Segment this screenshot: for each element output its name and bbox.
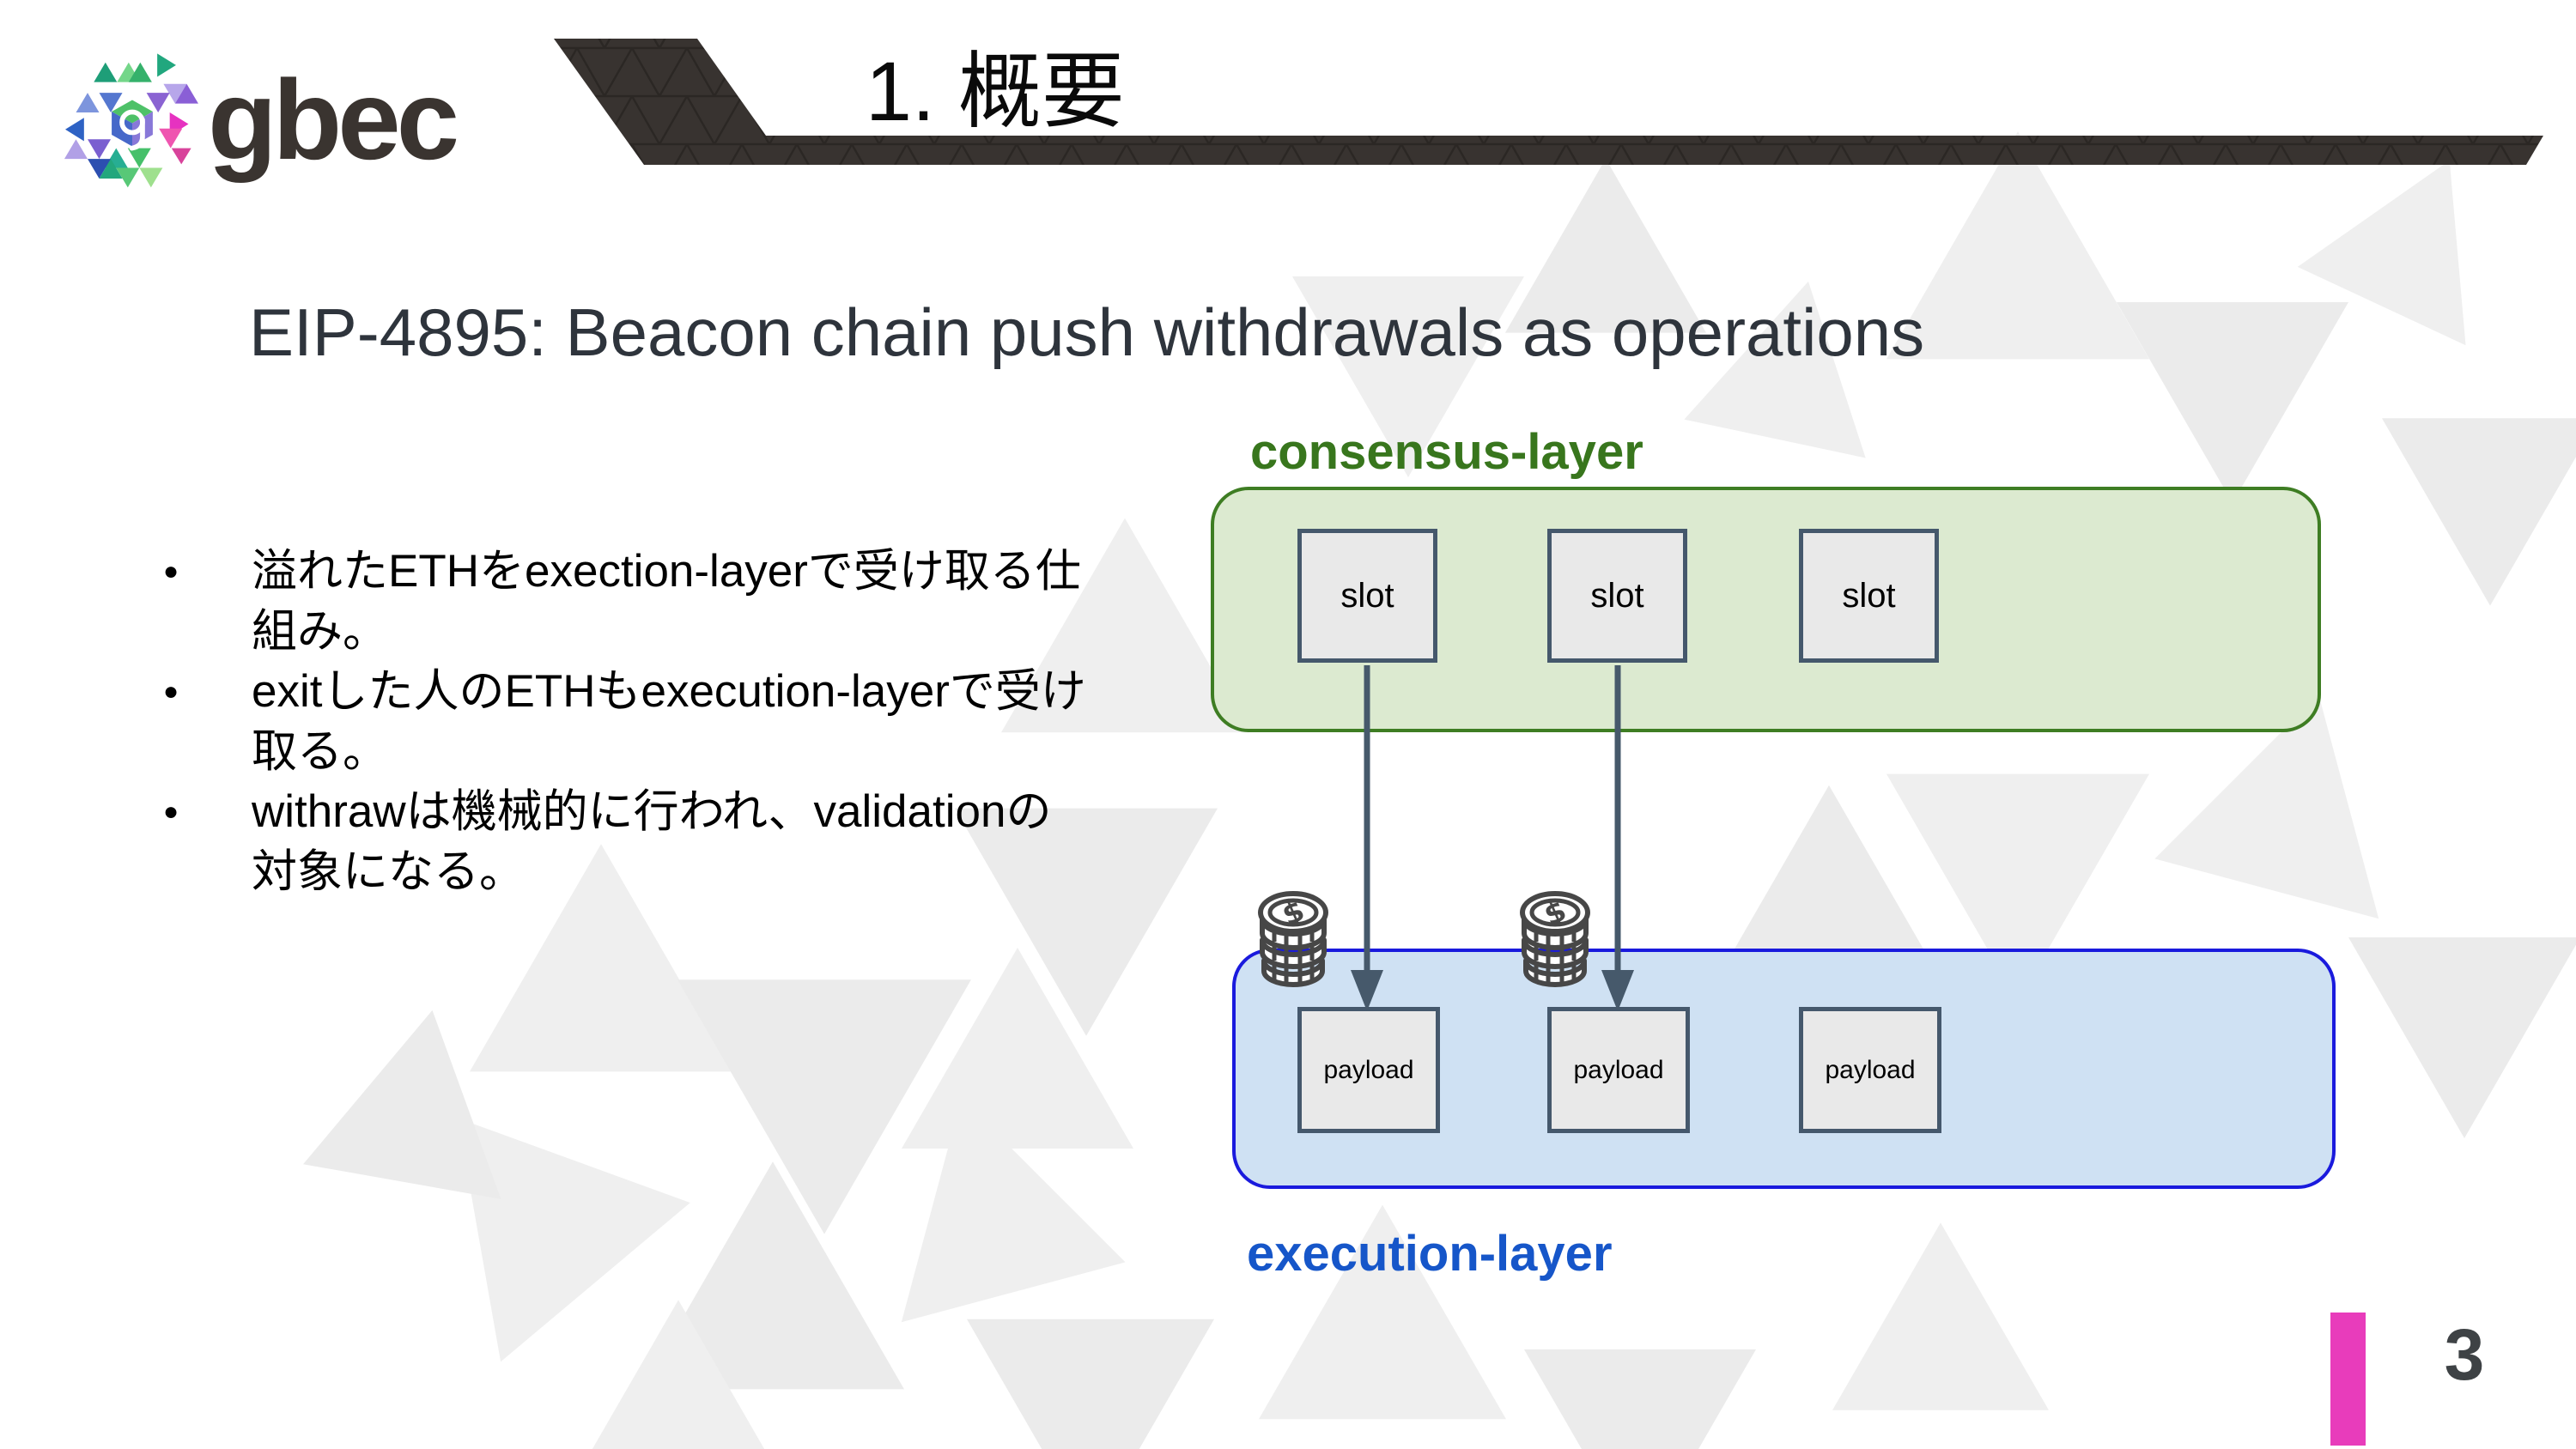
slot-box: slot — [1799, 529, 1939, 663]
bullet-text: 溢れたETHをexection-layerで受け取る仕 組み。 — [252, 546, 1081, 657]
header-banner — [554, 39, 2543, 165]
bullet-item: ● 溢れたETHをexection-layerで受け取る仕 組み。 — [163, 542, 1236, 662]
bullet-list: ● 溢れたETHをexection-layerで受け取る仕 組み。 ● exit… — [163, 542, 1236, 902]
section-title: 1. 概要 — [866, 45, 1125, 138]
bullet-text: withrawは機械的に行われ、validationの 対象になる。 — [252, 786, 1052, 897]
bullet-text: exitした人のETHもexecution-layerで受け 取る。 — [252, 666, 1086, 777]
execution-layer-box: payload payload payload — [1232, 949, 2336, 1189]
gbec-logo: gbec — [0, 0, 532, 215]
bullet-dot-icon: ● — [163, 797, 179, 826]
payload-box: payload — [1547, 1007, 1690, 1133]
bullet-item: ● withrawは機械的に行われ、validationの 対象になる。 — [163, 782, 1236, 902]
slide-title: EIP-4895: Beacon chain push withdrawals … — [249, 294, 1925, 370]
slot-box: slot — [1547, 529, 1687, 663]
slot-box: slot — [1297, 529, 1437, 663]
gbec-wordmark: gbec — [208, 57, 459, 183]
payload-box: payload — [1799, 1007, 1941, 1133]
page-number: 3 — [2444, 1314, 2485, 1395]
bullet-item: ● exitした人のETHもexecution-layerで受け 取る。 — [163, 662, 1236, 782]
bullet-dot-icon: ● — [163, 677, 179, 706]
bullet-dot-icon: ● — [163, 557, 179, 585]
consensus-layer-box: slot slot slot — [1211, 487, 2321, 732]
gbec-mosaic-icon — [64, 53, 198, 188]
payload-box: payload — [1297, 1007, 1440, 1133]
page-accent-bar — [2330, 1313, 2366, 1446]
execution-layer-label: execution-layer — [1247, 1226, 1613, 1282]
consensus-layer-label: consensus-layer — [1250, 424, 1643, 480]
